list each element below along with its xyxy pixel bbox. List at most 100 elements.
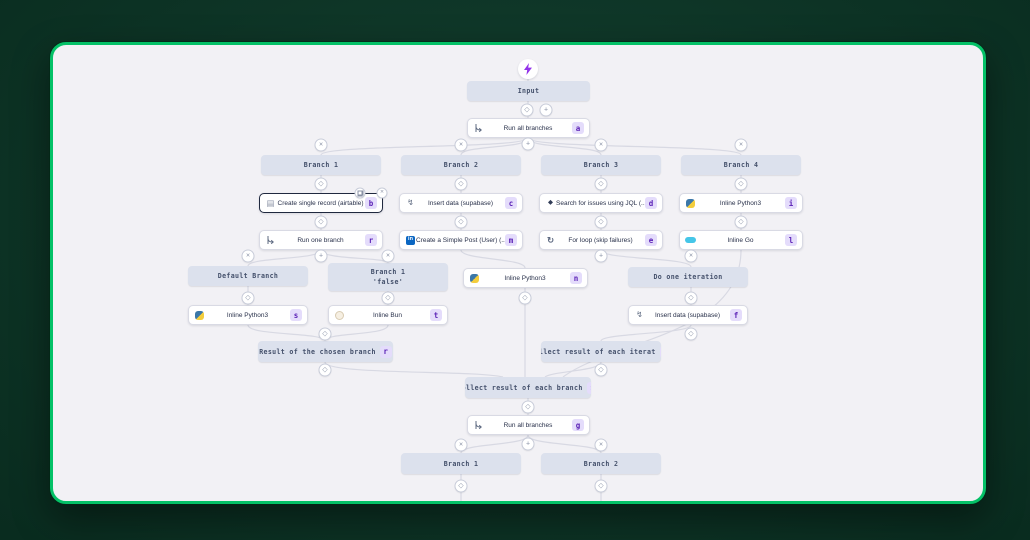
node-label: Default Branch [217,272,279,280]
node-insert-data-supabase-2[interactable]: ↯ Insert data (supabase) f [628,305,748,325]
node-run-all-branches-bottom[interactable]: Run all branches g [467,415,590,435]
jira-icon: ◆ [548,198,553,206]
insert-step-button[interactable]: ◇ [381,291,395,305]
insert-step-button[interactable]: ◇ [734,215,748,229]
remove-branch-button[interactable]: × [454,138,468,152]
node-label: Branch 2 [583,459,619,468]
insert-step-button[interactable]: ◇ [314,177,328,191]
delete-node-button[interactable]: × [376,187,388,199]
add-node-button[interactable]: + [521,137,535,151]
diamond-icon: ◇ [738,180,744,188]
node-insert-data-supabase-1[interactable]: ↯ Insert data (supabase) c [399,193,523,213]
add-node-button[interactable]: + [539,103,553,117]
insert-step-button[interactable]: ◇ [684,327,698,341]
node-inline-go[interactable]: Inline Go l [679,230,803,250]
node-input[interactable]: Input [467,81,590,101]
node-run-one-branch[interactable]: Run one branch r [259,230,383,250]
branch-header-3[interactable]: Branch 3 [541,155,661,175]
add-node-button[interactable]: + [314,249,328,263]
insert-step-button[interactable]: ◇ [518,291,532,305]
result-of-chosen-branch[interactable]: Result of the chosen branch r [258,341,393,362]
insert-step-button[interactable]: ◇ [594,177,608,191]
node-label: Inline Python3 [719,199,762,207]
node-label: Create single record (airtable) [277,199,364,207]
insert-step-button[interactable]: ◇ [594,479,608,493]
insert-step-button[interactable]: ◇ [318,327,332,341]
close-icon: × [738,141,744,149]
duplicate-node-button[interactable] [354,187,366,199]
insert-step-button[interactable]: ◇ [520,103,534,117]
branch-header-2[interactable]: Branch 2 [401,155,521,175]
remove-branch-button[interactable]: × [454,438,468,452]
supabase-icon: ↯ [636,310,643,319]
insert-step-button[interactable]: ◇ [594,363,608,377]
add-node-button[interactable]: + [594,249,608,263]
node-run-all-branches-top[interactable]: Run all branches a [467,118,590,138]
insert-step-button[interactable]: ◇ [454,177,468,191]
node-label: Branch 1 [443,459,479,468]
close-icon: × [318,141,324,149]
insert-step-button[interactable]: ◇ [521,400,535,414]
node-search-issues-jql[interactable]: ◆ Search for issues using JQL (... d [539,193,663,213]
node-create-simple-post-linkedin[interactable]: in Create a Simple Post (User) (... m [399,230,523,250]
insert-step-button[interactable]: ◇ [454,215,468,229]
plus-icon: + [598,252,604,260]
copy-icon [357,190,363,196]
insert-step-button[interactable]: ◇ [594,215,608,229]
remove-branch-button[interactable]: × [594,138,608,152]
branch-1-false-header[interactable]: Branch 1 'false' [328,263,448,291]
branch-header-bottom-2[interactable]: Branch 2 [541,453,661,474]
branch-icon [473,420,484,431]
collect-result-each-iteration[interactable]: Collect result of each iterat e [541,341,661,362]
branch-header-bottom-1[interactable]: Branch 1 [401,453,521,474]
shortcut-badge: b [365,197,377,209]
branch-header-1[interactable]: Branch 1 [261,155,381,175]
remove-branch-button[interactable]: × [314,138,328,152]
trigger-node[interactable] [518,59,538,79]
insert-step-button[interactable]: ◇ [454,479,468,493]
branch-header-4[interactable]: Branch 4 [681,155,801,175]
node-sublabel: 'false' [372,278,404,286]
diamond-icon: ◇ [322,366,328,374]
diamond-icon: ◇ [738,218,744,226]
workflow-canvas[interactable]: Input Run all branches a Branch 1 Branch… [50,42,986,504]
node-label: Inline Python3 [226,311,269,319]
shortcut-badge: c [505,197,517,209]
insert-step-button[interactable]: ◇ [684,291,698,305]
insert-step-button[interactable]: ◇ [314,215,328,229]
diamond-icon: ◇ [525,403,531,411]
shortcut-badge: l [785,234,797,246]
diamond-icon: ◇ [524,106,530,114]
add-node-button[interactable]: + [521,437,535,451]
node-for-loop[interactable]: ↻ For loop (skip failures) e [539,230,663,250]
node-label: For loop (skip failures) [568,236,633,244]
node-inline-python-left[interactable]: Inline Python3 s [188,305,308,325]
plus-icon: + [525,440,531,448]
close-icon: × [688,252,694,260]
node-inline-python-branch4[interactable]: Inline Python3 i [679,193,803,213]
diamond-icon: ◇ [598,366,604,374]
node-inline-python-mid[interactable]: Inline Python3 n [463,268,588,288]
python-icon [685,198,696,209]
do-one-iteration-header[interactable]: Do one iteration [628,267,748,287]
node-label: Branch 1 [303,161,339,169]
remove-branch-button[interactable]: × [734,138,748,152]
remove-branch-button[interactable]: × [594,438,608,452]
zap-icon [524,63,532,75]
shortcut-badge: f [730,309,742,321]
diamond-icon: ◇ [318,180,324,188]
insert-step-button[interactable]: ◇ [241,291,255,305]
insert-step-button[interactable]: ◇ [318,363,332,377]
diamond-icon: ◇ [688,330,694,338]
remove-branch-button[interactable]: × [684,249,698,263]
shortcut-badge: n [570,272,582,284]
default-branch-header[interactable]: Default Branch [188,266,308,286]
node-create-single-record-airtable[interactable]: ▤ Create single record (airtable) b [259,193,383,213]
remove-branch-button[interactable]: × [241,249,255,263]
diamond-icon: ◇ [458,218,464,226]
insert-step-button[interactable]: ◇ [734,177,748,191]
node-inline-bun[interactable]: Inline Bun t [328,305,448,325]
remove-branch-button[interactable]: × [381,249,395,263]
shortcut-badge: s [586,381,591,394]
collect-result-each-branch[interactable]: Collect result of each branch s [465,377,591,398]
